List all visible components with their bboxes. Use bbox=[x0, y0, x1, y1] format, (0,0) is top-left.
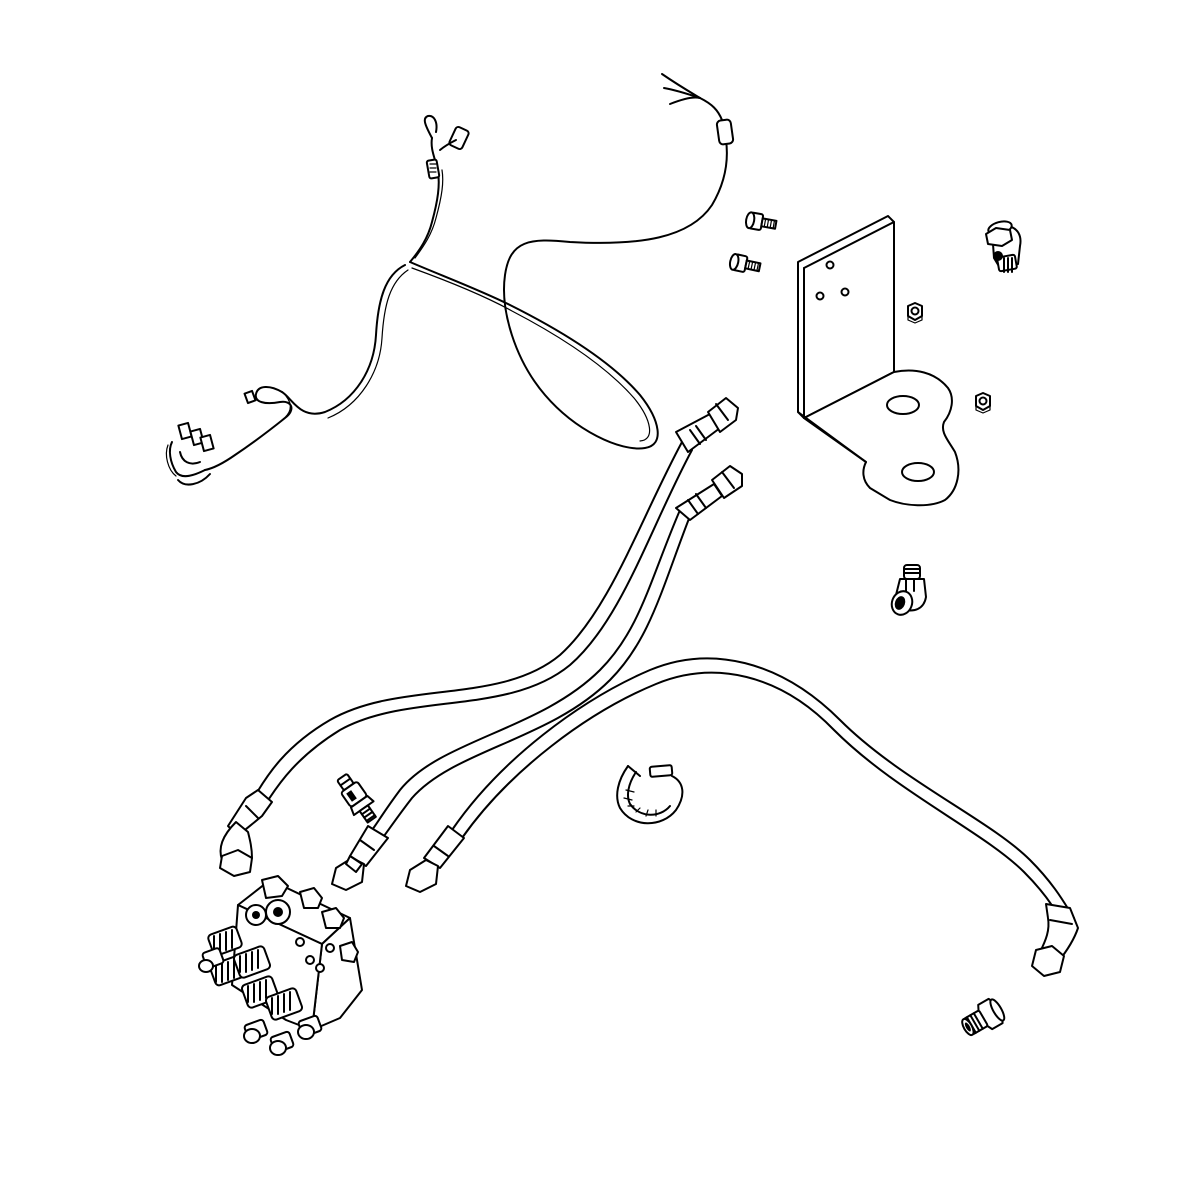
mounting-bracket bbox=[797, 215, 960, 507]
hose-clamp bbox=[616, 764, 684, 825]
hydraulic-hose bbox=[331, 465, 743, 891]
hydraulic-hose bbox=[219, 397, 739, 877]
harness-lead-wires bbox=[661, 73, 735, 146]
screw bbox=[728, 211, 778, 273]
harness-connector-top bbox=[423, 114, 470, 180]
wiring-harness bbox=[165, 73, 735, 486]
harness-connector-left bbox=[165, 421, 215, 486]
elbow-fitting bbox=[985, 220, 1022, 273]
hex-nut bbox=[907, 302, 991, 414]
pressure-switch bbox=[336, 773, 377, 824]
elbow-fitting bbox=[890, 564, 927, 616]
valve-manifold bbox=[198, 875, 363, 1056]
straight-fitting bbox=[961, 997, 1006, 1037]
hydraulic-hose bbox=[405, 657, 1079, 977]
